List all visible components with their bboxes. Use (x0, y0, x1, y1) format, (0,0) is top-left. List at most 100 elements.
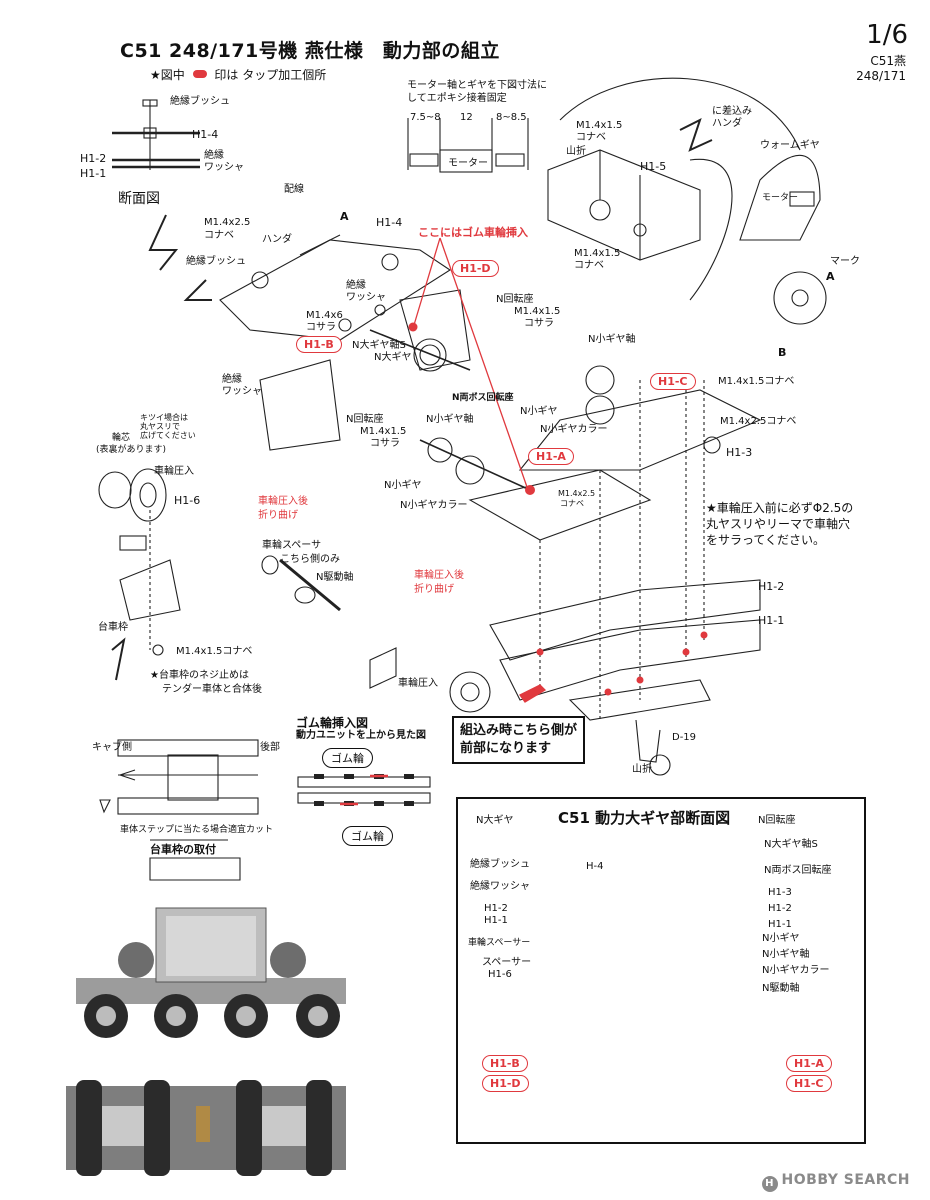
label-insul-washer-a: 絶縁 (346, 280, 366, 291)
label-cab-side: キャブ側 (92, 742, 132, 753)
note-bend-after-1a: 車輪圧入後 (258, 496, 308, 507)
label-m14x25-1: M1.4x2.5 (204, 217, 251, 228)
p-insul-bush: 絶縁ブッシュ (470, 859, 530, 870)
label-h1-2-sec: H1-2 (80, 152, 107, 165)
label-d19: D-19 (672, 732, 697, 743)
label-kosara-1: コサラ (306, 322, 336, 333)
label-m14x15-top2: M1.4x1.5 (574, 248, 621, 259)
label-insul-washer-b: ワッシャ (346, 292, 386, 303)
label-konabe-3: コナベ (560, 499, 584, 508)
red-dot-icon (192, 70, 207, 78)
label-rear: 後部 (260, 742, 280, 753)
label-mark: マーク (830, 256, 860, 267)
p-h1-1l: H1-1 (484, 915, 508, 926)
p-oval-h1-c: H1-C (786, 1075, 832, 1092)
label-wheel-press-b: 車輪圧入 (398, 678, 438, 689)
p-n-small-gear: N小ギヤ (762, 933, 800, 944)
label-handa: ハンダ (262, 234, 292, 245)
oval-rubber-b: ゴム輪 (342, 826, 393, 846)
note-kitsui-1: キツイ場合は (140, 413, 188, 422)
label-h1-2: H1-2 (758, 580, 785, 593)
legend-suffix: 印は タップ加工個所 (214, 68, 327, 82)
motor-note-1: モーター軸とギヤを下図寸法に (407, 80, 547, 91)
label-washer-1: 絶縁 (204, 150, 224, 161)
dim-1: 7.5~8 (410, 112, 441, 123)
label-kosara-3: コサラ (370, 438, 400, 449)
label-n-both-boss: N両ボス回転座 (452, 393, 514, 403)
label-h1-4-sec: H1-4 (192, 128, 219, 141)
label-m14x15-konabe-b: M1.4x1.5コナベ (176, 646, 253, 657)
p-n-big-shaft: N大ギヤ軸S (764, 839, 818, 850)
oval-h1-c: H1-C (650, 373, 696, 390)
label-h1-4-top: H1-4 (376, 216, 403, 229)
page-title: C51 248/171号機 燕仕様 動力部の組立 (120, 40, 500, 62)
model-name: C51燕 (870, 54, 906, 68)
label-m14x15-konabe-a: M1.4x1.5コナベ (718, 376, 795, 387)
motor-label: モーター (448, 158, 488, 169)
label-insul-washer3b: ワッシャ (222, 386, 262, 397)
label-m14x6: M1.4x6 (306, 310, 343, 321)
panel-title: C51 動力大ギヤ部断面図 (558, 809, 731, 827)
tap-legend: ★図中 印は タップ加工個所 (150, 66, 326, 83)
label-m14x25-konabe: M1.4x2.5コナベ (720, 416, 797, 427)
note-step-cut: 車体ステップに当たる場合適宜カット (120, 825, 274, 835)
label-n-big-gear: N大ギヤ (374, 352, 412, 363)
gear-section-panel: C51 動力大ギヤ部断面図 N大ギヤ N回転座 N大ギヤ軸S 絶縁ブッシュ H-… (456, 797, 866, 1144)
label-a-mark: A (340, 210, 349, 223)
label-h1-1: H1-1 (758, 614, 785, 627)
label-n-small-gear-a: N小ギヤ (520, 406, 558, 417)
label-h1-5: H1-5 (640, 160, 667, 173)
section-view-caption: 断面図 (118, 191, 160, 207)
watermark-text: HOBBY SEARCH (781, 1172, 910, 1188)
label-h1-6: H1-6 (174, 494, 201, 507)
label-n-big-gear-shaft: N大ギヤ軸S (352, 340, 406, 351)
label-wiring: 配線 (284, 184, 304, 195)
note-bogie-2: テンダー車体と合体後 (162, 684, 262, 695)
oval-h1-a: H1-A (528, 448, 574, 465)
hobby-search-logo-icon: H (761, 1176, 778, 1192)
model-numbers: 248/171 (856, 69, 906, 83)
label-n-rotation: N回転座 (496, 294, 534, 305)
note-tab-solder-2: ハンダ (712, 118, 742, 129)
note-bogie-1: ★台車枠のネジ止めは (150, 670, 249, 681)
label-konabe-top2: コナベ (574, 260, 604, 271)
p-h1-2r: H1-2 (768, 903, 792, 914)
label-m14x15-top: M1.4x1.5 (576, 120, 623, 131)
oval-h1-b: H1-B (296, 336, 342, 353)
label-h1-1-sec: H1-1 (80, 167, 107, 180)
p-n-both-boss: N両ボス回転座 (764, 865, 832, 876)
rubber-title-1: ゴム輪挿入図 (296, 716, 369, 730)
label-spacer-1: 車輪スペーサ (262, 540, 322, 551)
label-konabe-1: コナベ (204, 230, 234, 241)
motor-note-2: してエポキシ接着固定 (407, 93, 507, 104)
label-n-small-gear-shaft-top: N小ギヤ軸 (588, 334, 636, 345)
note-bend-after-2b: 折り曲げ (414, 584, 454, 595)
p-h1-6: H1-6 (488, 969, 512, 980)
p-n-small-collar: N小ギヤカラー (762, 965, 830, 976)
wheel-press-note: ★車輪圧入前に必ずΦ2.5の 丸ヤスリやリーマで車軸穴 をサラってください。 (706, 500, 878, 548)
label-b-mark: B (778, 346, 787, 359)
photo-assembled-side (56, 898, 356, 1048)
label-insul-bush2: 絶縁ブッシュ (186, 256, 246, 267)
note-tab-solder-1: に差込み (712, 106, 752, 117)
label-insul-washer3a: 絶縁 (222, 374, 242, 385)
model-id: C51燕 248/171 (856, 54, 906, 84)
dim-2: 12 (460, 112, 473, 123)
label-m14x15-b: M1.4x1.5 (360, 426, 407, 437)
bogie-mount-caption: 台車枠の取付 (150, 843, 216, 856)
label-n-rotation-2: N回転座 (346, 414, 384, 425)
label-motor-2: モーター (762, 193, 799, 203)
p-n-drive: N駆動軸 (762, 983, 800, 994)
front-side-note: 組込み時こちら側が 前部になります (452, 716, 586, 764)
label-h1-3: H1-3 (726, 446, 753, 459)
oval-h1-d: H1-D (452, 260, 499, 277)
p-h1-4: H-4 (586, 861, 604, 872)
label-spacer-2: こちら側のみ (280, 554, 340, 565)
page-number: 1/6 (866, 20, 908, 50)
label-a-mark-motor: A (826, 270, 835, 283)
note-bend-after-1b: 折り曲げ (258, 510, 298, 521)
label-rubber-insert: ここにはゴム車輪挿入 (418, 226, 528, 239)
p-oval-h1-b: H1-B (482, 1055, 528, 1072)
p-h1-3: H1-3 (768, 887, 792, 898)
label-m14x15-a: M1.4x1.5 (514, 306, 561, 317)
